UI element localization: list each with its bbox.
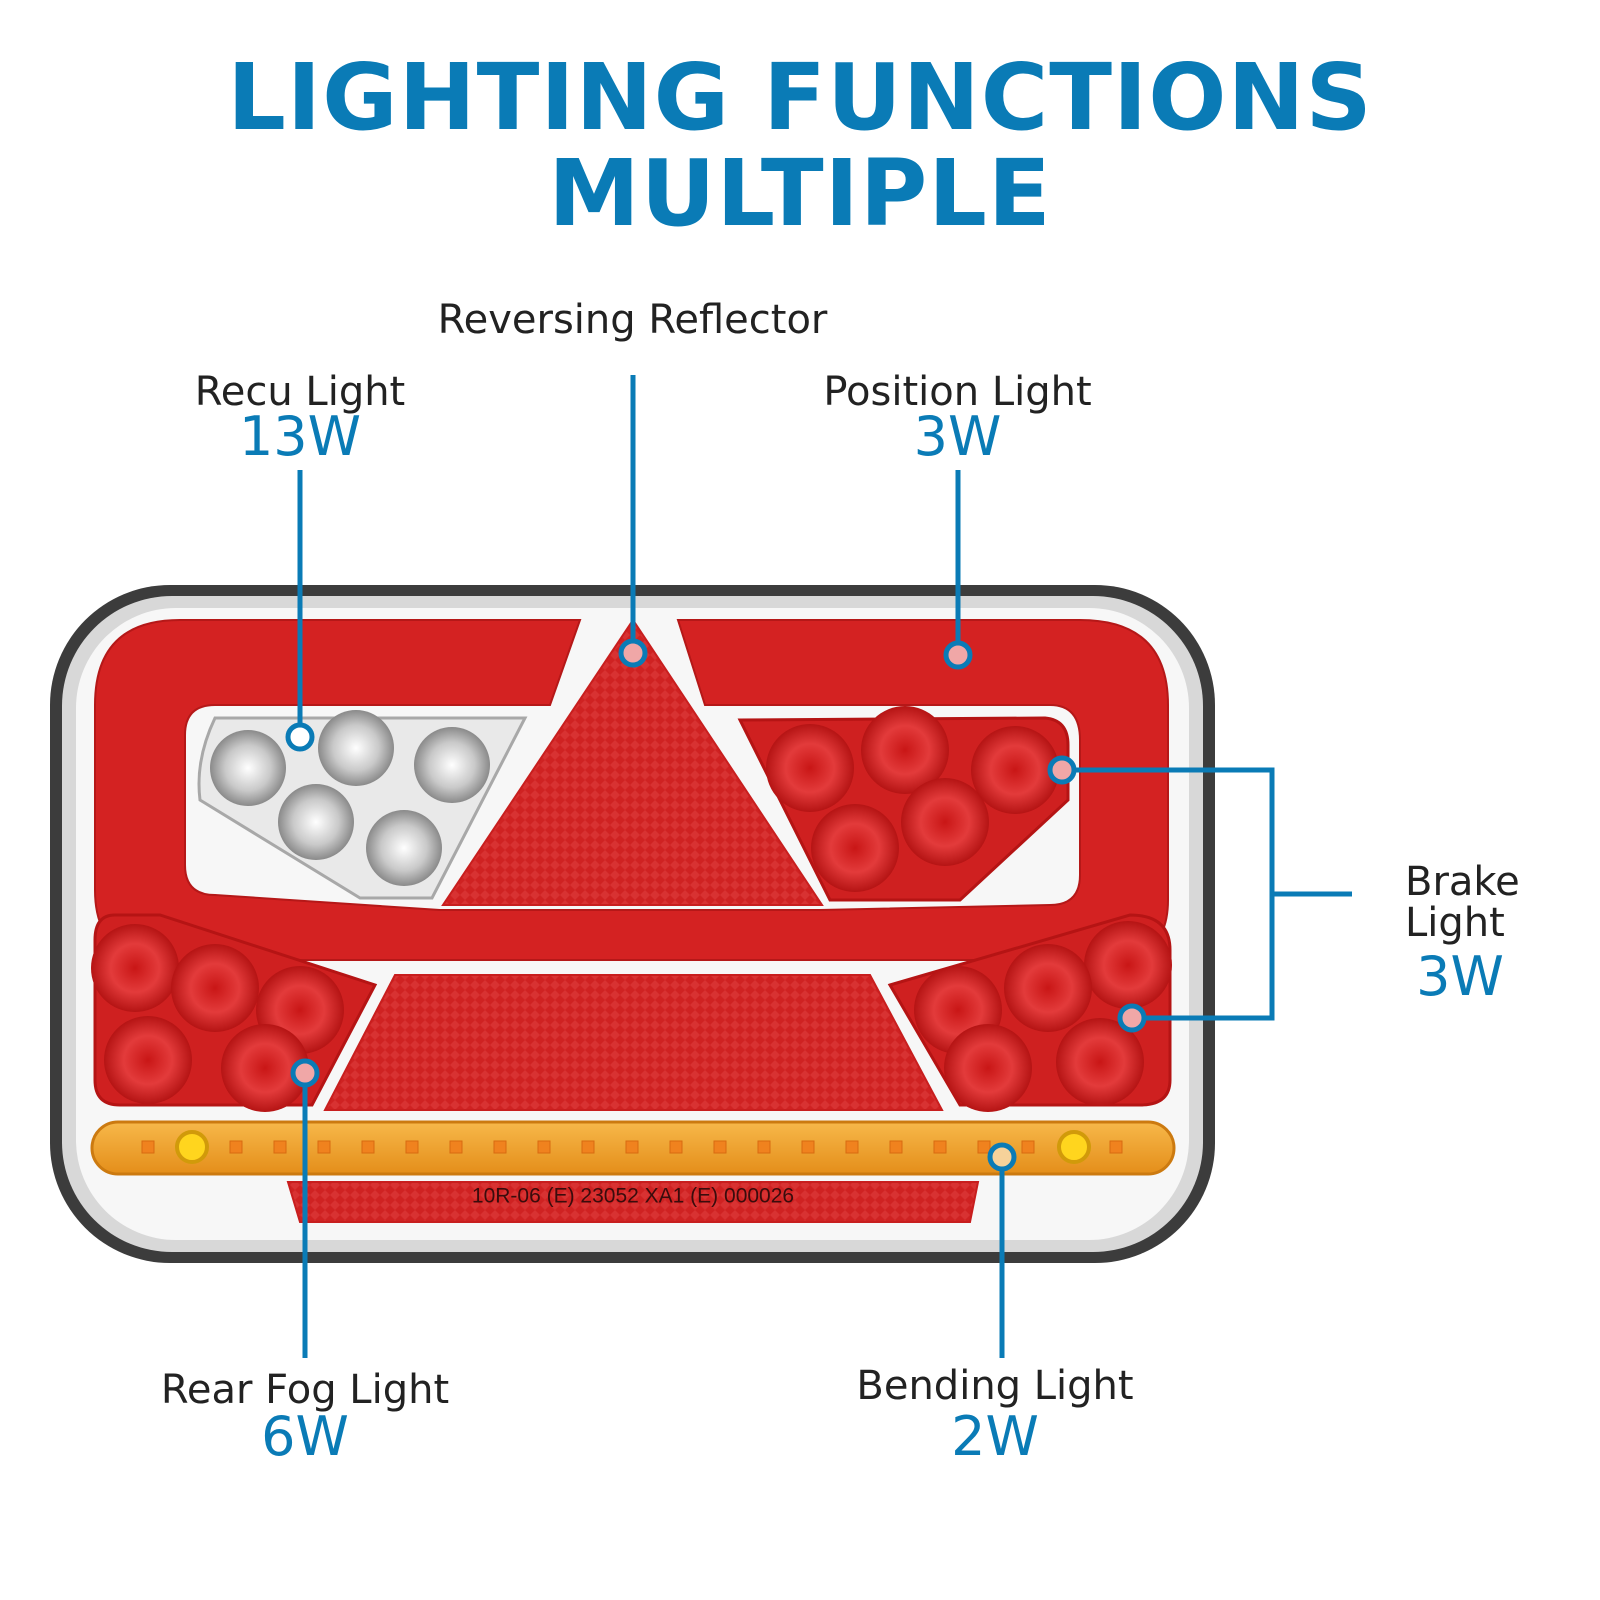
amber-led xyxy=(757,1140,771,1154)
amber-led xyxy=(493,1140,507,1154)
bending-light-dot xyxy=(987,1142,1017,1172)
amber-led xyxy=(845,1140,859,1154)
lower-right-leds xyxy=(914,921,1172,1112)
amber-led xyxy=(141,1140,155,1154)
bottom-reflector-strip xyxy=(286,1181,980,1223)
amber-led xyxy=(405,1140,419,1154)
upper-triangle-reflector xyxy=(441,618,824,906)
amber-led xyxy=(1021,1140,1035,1154)
recu-leds xyxy=(210,710,490,886)
amber-highlight-led-left xyxy=(175,1130,209,1164)
amber-led xyxy=(229,1140,243,1154)
amber-leds xyxy=(141,1140,1123,1154)
upper-right-leds xyxy=(766,706,1059,892)
amber-led xyxy=(801,1140,815,1154)
amber-led xyxy=(669,1140,683,1154)
rear-fog-light-dot xyxy=(290,1058,320,1088)
certification-marking: 10R-06 (E) 23052 XA1 (E) 000026 xyxy=(472,1185,794,1208)
page-title-line1: LIGHTING FUNCTIONS xyxy=(227,44,1373,151)
bending-light-watt: 2W xyxy=(951,1405,1039,1468)
brake-light-dot-lower xyxy=(1117,1003,1147,1033)
amber-led xyxy=(361,1140,375,1154)
amber-led xyxy=(933,1140,947,1154)
amber-led xyxy=(889,1140,903,1154)
amber-led xyxy=(273,1140,287,1154)
amber-led xyxy=(977,1140,991,1154)
brake-light-label-line2: Light xyxy=(1405,900,1505,946)
position-light-watt: 3W xyxy=(913,405,1002,468)
callout-lines xyxy=(297,375,1352,1358)
lower-reflector xyxy=(323,974,944,1111)
amber-led xyxy=(1109,1140,1123,1154)
reversing-reflector-label: Reversing Reflector xyxy=(437,297,828,343)
brake-light-label-line1: Brake xyxy=(1405,859,1520,905)
recu-light-dot xyxy=(285,722,315,752)
position-light-label: Position Light xyxy=(823,369,1092,415)
brake-light-dot-upper xyxy=(1047,755,1077,785)
page-title-line2: MULTIPLE xyxy=(548,140,1052,247)
recu-light-label: Recu Light xyxy=(194,369,406,415)
amber-led xyxy=(713,1140,727,1154)
reversing-reflector-dot xyxy=(618,638,648,668)
amber-led xyxy=(317,1140,331,1154)
amber-led xyxy=(537,1140,551,1154)
amber-led xyxy=(581,1140,595,1154)
position-light-dot xyxy=(943,640,973,670)
position-light-ring xyxy=(94,619,1169,961)
amber-led xyxy=(449,1140,463,1154)
bending-light-label: Bending Light xyxy=(856,1363,1134,1409)
rear-fog-light-label: Rear Fog Light xyxy=(160,1367,450,1413)
lower-left-leds xyxy=(91,924,344,1112)
callout-dots xyxy=(285,638,1147,1172)
recu-light-watt: 13W xyxy=(238,405,362,468)
amber-led xyxy=(625,1140,639,1154)
brake-light-watt: 3W xyxy=(1416,945,1504,1008)
amber-highlight-led-right xyxy=(1057,1130,1091,1164)
rear-fog-light-watt: 6W xyxy=(261,1405,349,1468)
